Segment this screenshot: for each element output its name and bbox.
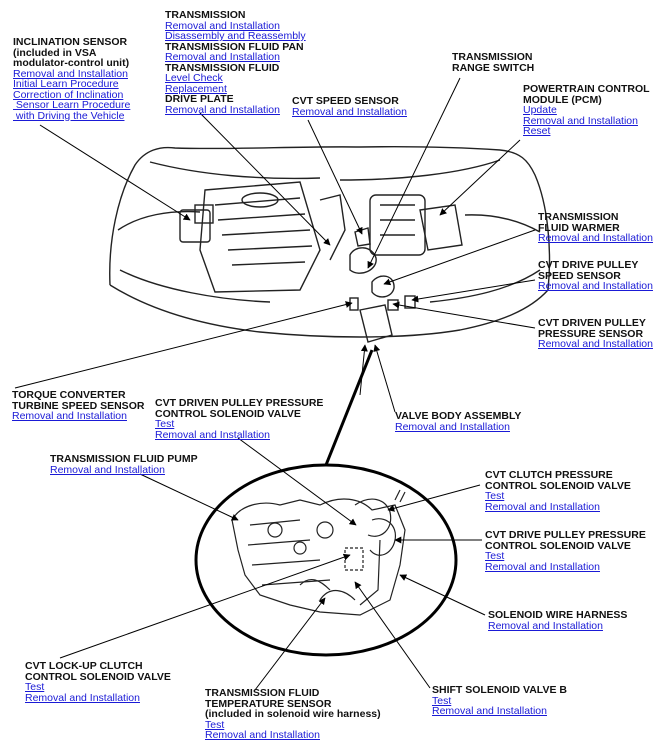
callout-title-line: CVT SPEED SENSOR [292, 95, 399, 107]
callout-drive-pulley-speed: CVT DRIVE PULLEY SPEED SENSOR Removal an… [538, 260, 653, 292]
callout-title-line: SHIFT SOLENOID VALVE B [432, 684, 567, 696]
callout-shift-solenoid-b: SHIFT SOLENOID VALVE B Test Removal and … [432, 685, 567, 717]
link-fluid-warmer-removal[interactable]: Removal and Installation [538, 232, 653, 244]
callout-pcm: POWERTRAIN CONTROL MODULE (PCM) Update R… [523, 84, 650, 137]
link-torque-converter-removal[interactable]: Removal and Installation [12, 410, 127, 422]
callout-title-line: CONTROL SOLENOID VALVE [485, 539, 631, 552]
callout-title-line: FLUID WARMER [538, 221, 620, 234]
link-lockup-solenoid-test[interactable]: Test [25, 681, 45, 693]
link-pcm-reset[interactable]: Reset [523, 125, 551, 137]
callout-temp-sensor: TRANSMISSION FLUID TEMPERATURE SENSOR (i… [205, 688, 381, 741]
callout-title-line: TRANSMISSION FLUID PAN [165, 40, 304, 53]
valve-body-drawing [231, 489, 406, 616]
callout-wire-harness: SOLENOID WIRE HARNESS Removal and Instal… [488, 610, 627, 631]
callout-title-line: RANGE SWITCH [452, 61, 535, 74]
link-driven-pulley-solenoid-removal[interactable]: Removal and Installation [155, 428, 270, 441]
link-clutch-solenoid-removal[interactable]: Removal and Installation [485, 500, 600, 513]
link-drive-plate-removal[interactable]: Removal and Installation [165, 103, 280, 116]
callout-title-line: TURBINE SPEED SENSOR [12, 399, 145, 412]
link-pcm-update[interactable]: Update [523, 104, 557, 116]
leader-lines [14, 77, 536, 691]
callout-title-line: CVT LOCK-UP CLUTCH [25, 660, 143, 672]
link-valve-body-removal[interactable]: Removal and Installation [395, 420, 510, 433]
link-wire-harness-removal[interactable]: Removal and Installation [488, 619, 603, 632]
callout-title-line: CONTROL SOLENOID VALVE [155, 407, 301, 420]
link-driven-pulley-solenoid-test[interactable]: Test [155, 418, 175, 430]
link-fluid-pan-removal[interactable]: Removal and Installation [165, 51, 280, 63]
callout-torque-converter: TORQUE CONVERTER TURBINE SPEED SENSOR Re… [12, 390, 144, 422]
callout-title-line: TRANSMISSION FLUID PUMP [50, 453, 198, 465]
callout-title-line: modulator-control unit) [13, 57, 130, 69]
callout-title-line: CONTROL SOLENOID VALVE [25, 670, 171, 683]
callout-title-line: DRIVE PLATE [165, 93, 234, 105]
callout-title-line: POWERTRAIN CONTROL [523, 83, 650, 95]
link-fluid-replacement[interactable]: Replacement [165, 82, 227, 95]
callout-title-line: CVT DRIVEN PULLEY PRESSURE [155, 397, 324, 409]
callout-title-line: CVT DRIVE PULLEY PRESSURE [485, 529, 646, 541]
callout-driven-pulley-pressure: CVT DRIVEN PULLEY PRESSURE SENSOR Remova… [538, 318, 653, 350]
callout-title-line: TORQUE CONVERTER [12, 389, 126, 401]
callout-title-line: TRANSMISSION [538, 211, 619, 223]
link-inclination-correction-cont2[interactable]: with Driving the Vehicle [13, 109, 125, 122]
link-lockup-solenoid-removal[interactable]: Removal and Installation [25, 691, 140, 704]
link-transmission-disassembly[interactable]: Disassembly and Reassembly [165, 30, 306, 42]
callout-title-line: TRANSMISSION FLUID [205, 687, 320, 699]
callout-inclination-sensor: INCLINATION SENSOR (included in VSA modu… [13, 37, 130, 121]
link-cvt-speed-removal[interactable]: Removal and Installation [292, 105, 407, 118]
link-fluid-pump-removal[interactable]: Removal and Installation [50, 463, 165, 476]
link-inclination-correction-cont1[interactable]: Sensor Learn Procedure [13, 99, 131, 111]
callout-title-line: INCLINATION SENSOR [13, 36, 128, 48]
callout-cvt-speed-sensor: CVT SPEED SENSOR Removal and Installatio… [292, 96, 407, 117]
callout-title-line: (included in solenoid wire harness) [205, 708, 381, 720]
link-fluid-level-check[interactable]: Level Check [165, 72, 223, 84]
callout-valve-body: VALVE BODY ASSEMBLY Removal and Installa… [395, 411, 521, 432]
callout-title-line: PRESSURE SENSOR [538, 327, 644, 340]
callout-title-line: CVT DRIVE PULLEY [538, 259, 639, 271]
link-shift-solenoid-b-removal[interactable]: Removal and Installation [432, 705, 547, 717]
callout-title-line: TRANSMISSION FLUID [165, 61, 280, 74]
callout-title-line: CONTROL SOLENOID VALVE [485, 479, 631, 492]
callout-drive-pulley-solenoid: CVT DRIVE PULLEY PRESSURE CONTROL SOLENO… [485, 530, 646, 572]
callout-title-line: VALVE BODY ASSEMBLY [395, 410, 522, 422]
link-driven-pulley-pressure-removal[interactable]: Removal and Installation [538, 338, 653, 350]
link-inclination-initial-learn[interactable]: Initial Learn Procedure [13, 78, 119, 90]
callout-title-line: TRANSMISSION [452, 51, 533, 63]
engine-bay-drawing [109, 146, 551, 343]
link-transmission-removal[interactable]: Removal and Installation [165, 19, 280, 32]
callout-title-line: (included in VSA [13, 46, 97, 59]
callout-driven-pulley-solenoid: CVT DRIVEN PULLEY PRESSURE CONTROL SOLEN… [155, 398, 323, 440]
callout-title-line: TEMPERATURE SENSOR [205, 697, 332, 710]
link-drive-pulley-solenoid-test[interactable]: Test [485, 550, 505, 562]
link-shift-solenoid-b-test[interactable]: Test [432, 694, 452, 707]
link-temp-sensor-test[interactable]: Test [205, 718, 225, 731]
link-inclination-removal[interactable]: Removal and Installation [13, 67, 128, 80]
detail-oval [194, 463, 458, 657]
callout-fluid-warmer: TRANSMISSION FLUID WARMER Removal and In… [538, 212, 653, 244]
callout-clutch-solenoid: CVT CLUTCH PRESSURE CONTROL SOLENOID VAL… [485, 470, 631, 512]
callout-title-line: SOLENOID WIRE HARNESS [488, 609, 628, 621]
callout-fluid-pump: TRANSMISSION FLUID PUMP Removal and Inst… [50, 454, 198, 475]
link-clutch-solenoid-test[interactable]: Test [485, 490, 505, 502]
callout-title-line: MODULE (PCM) [523, 93, 602, 106]
callout-title-line: SPEED SENSOR [538, 269, 621, 282]
link-inclination-correction[interactable]: Correction of Inclination [13, 88, 124, 101]
callout-title-line: CVT CLUTCH PRESSURE [485, 469, 613, 481]
link-temp-sensor-removal[interactable]: Removal and Installation [205, 729, 320, 741]
link-pcm-removal[interactable]: Removal and Installation [523, 114, 638, 127]
callout-lockup-solenoid: CVT LOCK-UP CLUTCH CONTROL SOLENOID VALV… [25, 661, 171, 703]
link-drive-pulley-solenoid-removal[interactable]: Removal and Installation [485, 560, 600, 573]
callout-title-line: CVT DRIVEN PULLEY [538, 317, 646, 329]
callout-transmission: TRANSMISSION Removal and Installation Di… [165, 10, 306, 115]
callout-title-line: TRANSMISSION [165, 9, 246, 21]
link-drive-pulley-speed-removal[interactable]: Removal and Installation [538, 280, 653, 292]
callout-range-switch: TRANSMISSION RANGE SWITCH [452, 52, 534, 73]
